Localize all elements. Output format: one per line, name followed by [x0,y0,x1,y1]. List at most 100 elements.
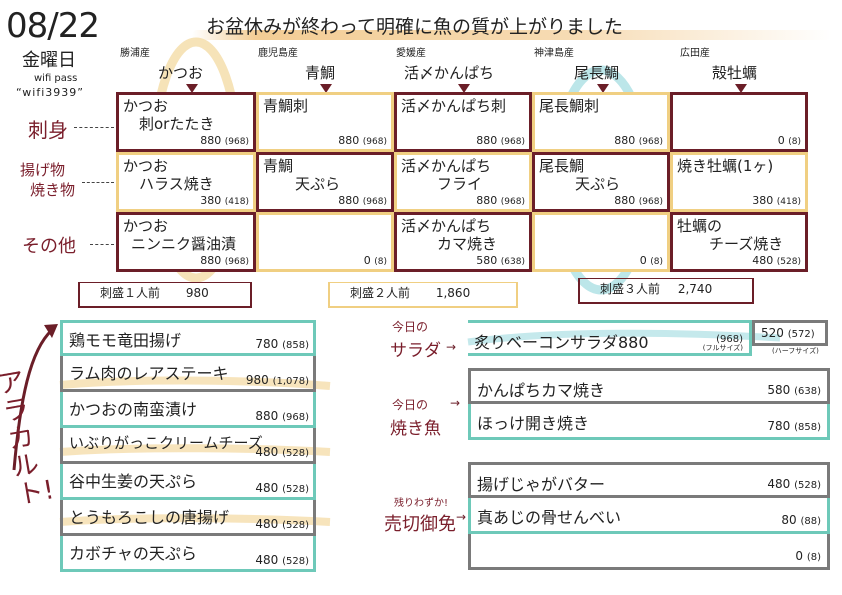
row-label-other: その他 [22,236,76,257]
sashimori-price: 1,860 [435,286,471,300]
item-name-line1: かつお [123,157,169,175]
item-name-line1: 牡蠣の [677,217,723,235]
tax-price: (528) [282,556,309,567]
item-name: 鶏モモ竜田揚げ [69,331,182,350]
price: 0 [795,549,803,563]
menu-cell: 牡蠣のチーズ焼き 480 (528) [670,212,808,272]
item-price: 0 (8) [640,254,663,267]
grilled-label: 焼き魚 [390,419,441,439]
tax-price: (418) [224,197,249,207]
arrow-down-icon [186,84,198,93]
menu-cell: 尾長鯛天ぷら 880 (968) [532,152,670,212]
menu-cell: かつおハラス焼き 380 (418) [116,152,256,212]
item-price: 480 (528) [255,445,309,459]
tax-price: (8) [788,137,801,147]
tax-price: (528) [282,448,309,459]
tax-price: (528) [282,520,309,531]
tax-price: (968) [638,137,663,147]
item-name: かんぱちカマ焼き [477,381,606,400]
price: 580 [767,383,791,397]
alacarte-item: ラム肉のレアステーキ 980 (1,078) [60,356,316,392]
menu-cell: 活〆かんぱちカマ焼き 580 (638) [394,212,532,272]
menu-cell: 活〆かんぱちフライ 880 (968) [394,152,532,212]
tax-price: (968) [362,137,387,147]
sashimori-price: 2,740 [677,282,713,296]
price: 480 [255,445,279,459]
item-name-line2: ハラス焼き [139,175,214,193]
item-price: 480 (528) [752,254,801,267]
item-price: 880 (968) [255,409,309,423]
dashed-arrow-line [74,127,114,128]
price: 880 [614,194,636,207]
wifi-label: wifi pass [34,73,78,84]
price: 380 [200,194,222,207]
tax-price: (8) [650,257,663,267]
arrow-down-icon [597,84,609,93]
price: 80 [781,513,797,527]
fish-col-2: 活〆かんぱち [404,64,495,82]
tax-price: (8) [374,257,387,267]
price: 480 [255,517,279,531]
price: 780 [255,337,279,351]
price: 880 [614,134,636,147]
item-price: 880 (968) [476,134,525,147]
item-name: 尾長鯛刺 [539,97,600,115]
tax-price: (968) [282,412,309,423]
brush-stroke-decoration [192,30,832,40]
tax-price: (638) [794,386,821,397]
tax-price: (858) [794,422,821,433]
item-name: 活〆かんぱちカマ焼き [401,217,497,253]
item-price: 780 (858) [767,419,821,433]
fish-col-0: かつお [158,64,204,82]
item-price: 580 (638) [476,254,525,267]
menu-cell: かつお刺orたたき 880 (968) [116,92,256,152]
price: 880 [200,254,222,267]
item-price: 480 (528) [255,553,309,567]
item-name: 牡蠣のチーズ焼き [677,217,783,253]
salad-full: 炙りベーコンサラダ880 (968) (フルサイズ) [468,320,752,356]
item-name-line2: フライ [437,175,483,193]
item-price: 480 (528) [767,477,821,491]
price: 880 [338,194,360,207]
soldout-item: 0 (8) [468,534,830,570]
headline: お盆休みが終わって明確に魚の質が上がりました [206,16,624,38]
item-price: 780 (858) [255,337,309,351]
salad-label: サラダ [390,341,441,361]
grilled-label-top: 今日の [392,398,429,412]
item-name: 青鯛天ぷら [263,157,340,193]
item-name: ラム肉のレアステーキ [69,364,229,383]
price: 880 [476,194,498,207]
price: 0 [777,134,785,147]
item-name: かつおニンニク醤油漬 [123,217,236,253]
soldout-item: 真あじの骨せんべい 80 (88) [468,498,830,534]
salad-half: 520 (572) [752,320,828,346]
soldout-label-top: 残りわずか! [394,498,449,509]
sashimori-3: 刺盛３人前 2,740 [578,278,754,304]
wifi-password: “wifi3939” [16,86,84,99]
item-price: 880 (968) [614,134,663,147]
item-name: 尾長鯛天ぷら [539,157,620,193]
item-price: 520 (572) [761,326,815,340]
alacarte-item: カボチャの天ぷら 480 (528) [60,536,316,572]
salad-label-top: 今日の [392,320,429,334]
sashimori-label: 刺盛１人前 [100,286,161,300]
item-name-line2: 天ぷら [575,175,621,193]
item-price: 80 (88) [781,513,821,527]
alacarte-item: 谷中生姜の天ぷら 480 (528) [60,464,316,500]
price: 880 [200,134,222,147]
item-price: 380 (418) [752,194,801,207]
item-price: 0 (8) [795,549,821,563]
item-price: 0 (8) [778,134,801,147]
price: 520 [761,326,784,340]
item-name-line1: 尾長鯛 [539,157,585,175]
item-price: 880 (968) [200,254,249,267]
price: 880 [255,409,279,423]
soldout-item: 揚げじゃがバター 480 (528) [468,462,830,498]
price: 780 [767,419,791,433]
item-name-line2: 天ぷら [295,175,341,193]
tax-price: (968) [716,334,743,345]
menu-cell: 0 (8) [256,212,394,272]
arrow-down-icon [458,84,470,93]
origin-col-2: 愛媛産 [396,48,426,59]
tax-price: (572) [787,329,815,340]
